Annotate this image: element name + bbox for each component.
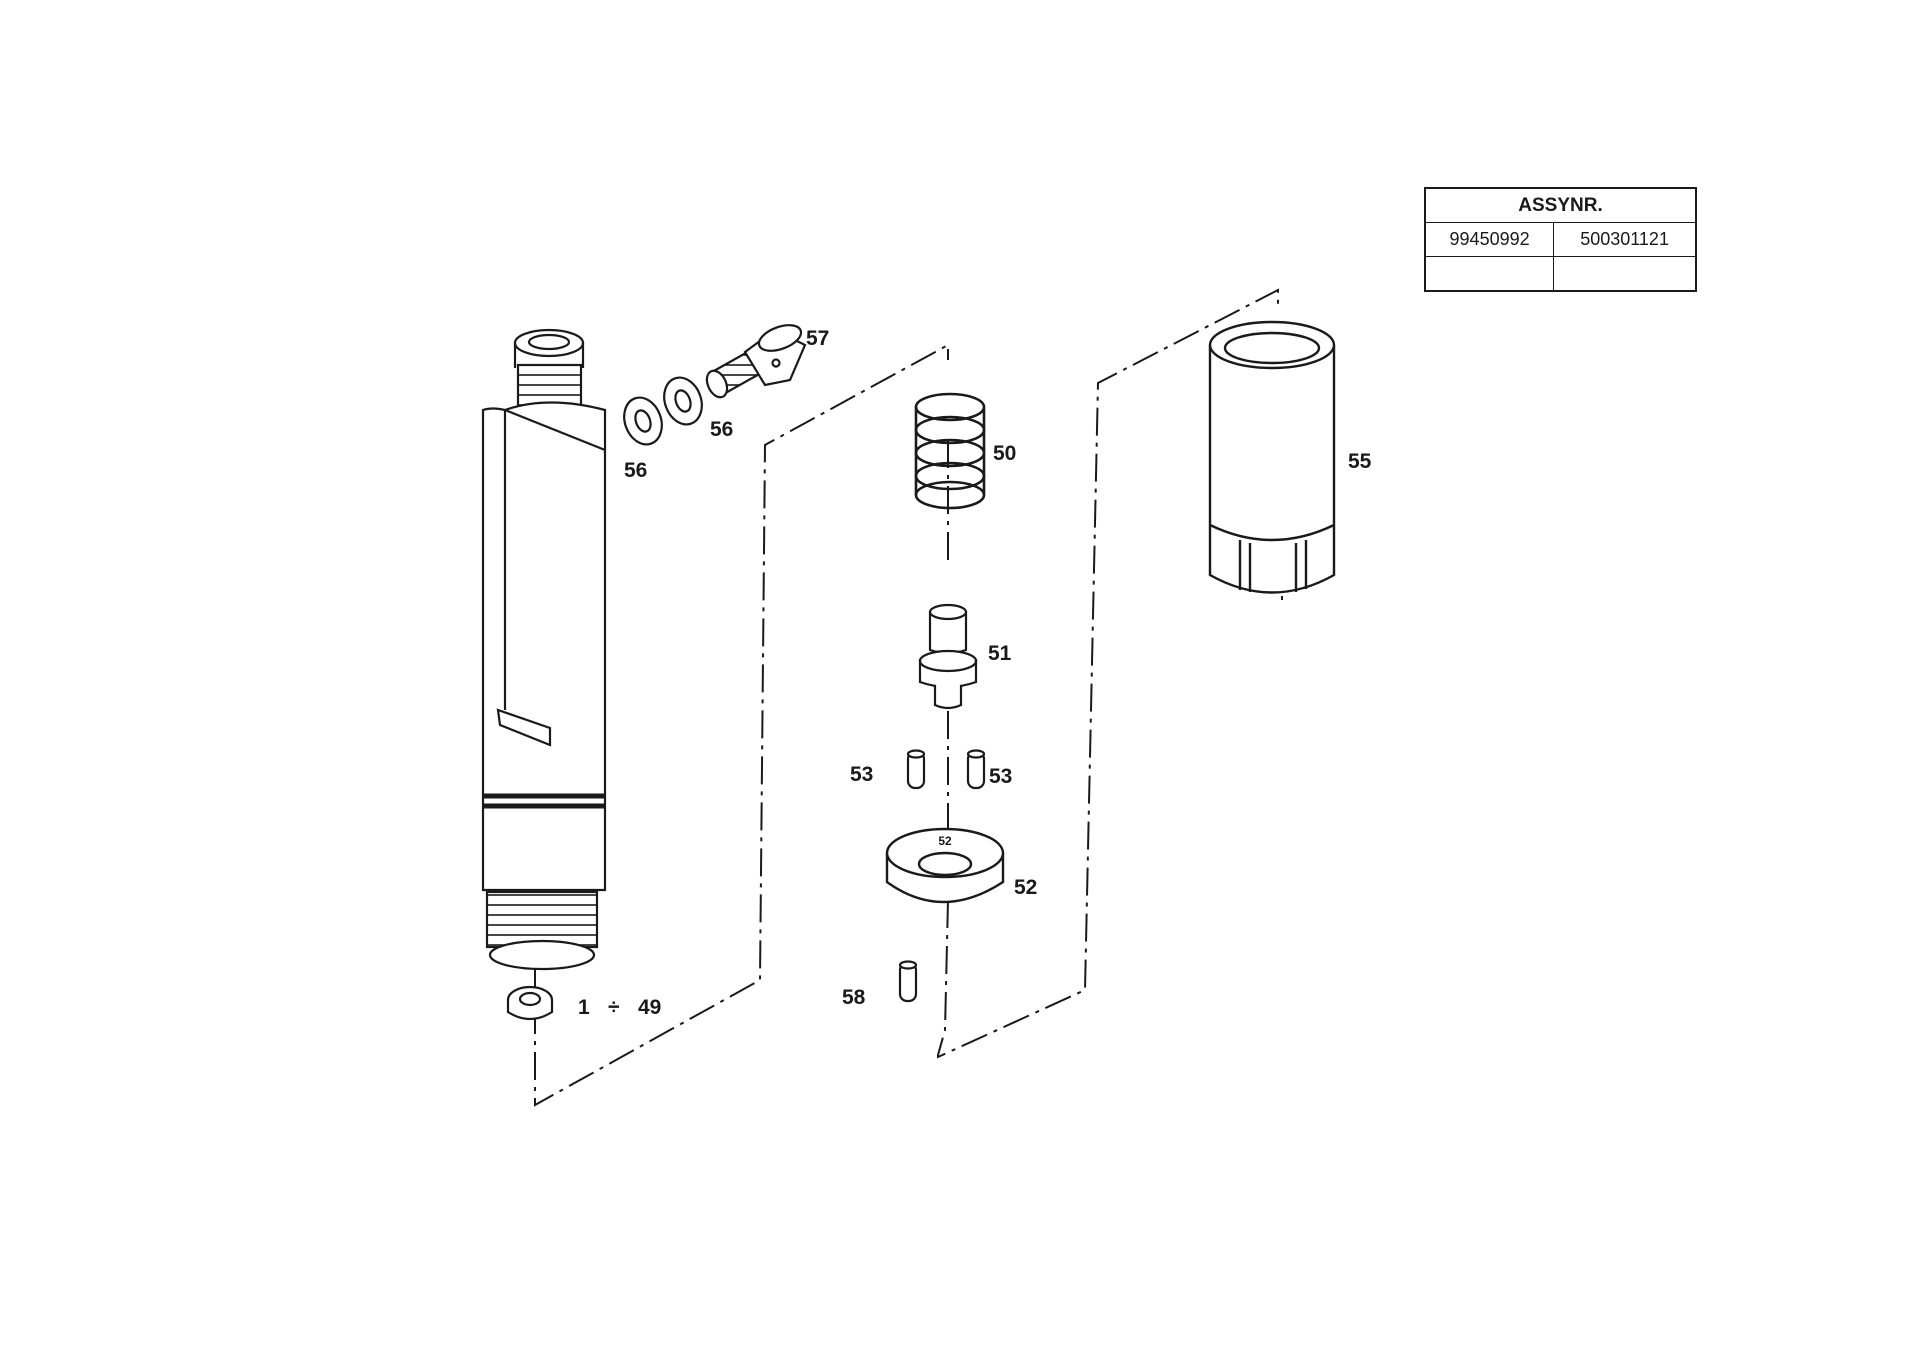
assembly-line-right xyxy=(937,288,1279,1059)
body-bottom-thread xyxy=(485,890,599,949)
assy-empty-cell-2 xyxy=(1553,256,1697,292)
seal-ring xyxy=(506,985,554,1021)
body-bottom-end xyxy=(488,939,596,971)
part-labels: 57 56 56 50 55 51 53 53 52 58 1 ÷ 49 xyxy=(578,327,1372,1019)
label-range-start: 1 xyxy=(578,996,590,1019)
label-51: 51 xyxy=(988,642,1012,665)
valve-51 xyxy=(918,603,978,710)
label-55: 55 xyxy=(1348,450,1372,473)
spring-50 xyxy=(914,392,986,510)
washer-engraving: 52 xyxy=(938,834,952,848)
label-50: 50 xyxy=(993,442,1016,465)
banjo-bolt-57 xyxy=(705,324,807,399)
assy-code-2: 500301121 xyxy=(1553,222,1697,257)
label-53-left: 53 xyxy=(850,763,873,786)
label-58: 58 xyxy=(842,986,866,1009)
label-57: 57 xyxy=(806,327,829,350)
body-groove xyxy=(496,708,552,747)
label-56-front: 56 xyxy=(624,459,647,482)
label-range-separator: ÷ xyxy=(608,996,620,1019)
pin-58 xyxy=(898,960,918,1003)
spacer-washer-52: 52 xyxy=(885,827,1005,904)
washer-56-front xyxy=(623,396,663,446)
label-56-back: 56 xyxy=(710,418,733,441)
label-range-end: 49 xyxy=(638,996,661,1019)
body-main xyxy=(481,401,607,892)
assy-empty-cell-1 xyxy=(1424,256,1555,292)
body-top-cap-sides xyxy=(513,342,585,368)
washer-56-back xyxy=(663,376,703,426)
label-52: 52 xyxy=(1014,876,1037,899)
nozzle-nut-55 xyxy=(1208,320,1336,594)
label-53-right: 53 xyxy=(989,765,1012,788)
body-flat-face xyxy=(503,408,606,710)
body-top-bore xyxy=(527,333,571,351)
body-collar-band xyxy=(483,793,605,809)
pin-53-right xyxy=(966,749,986,790)
pin-53-left xyxy=(906,749,926,790)
assy-code-1: 99450992 xyxy=(1424,222,1555,257)
assy-number-table: ASSYNR. 99450992 500301121 xyxy=(1424,187,1697,292)
assembly-line-left xyxy=(534,343,949,1107)
injector-body xyxy=(481,328,607,971)
